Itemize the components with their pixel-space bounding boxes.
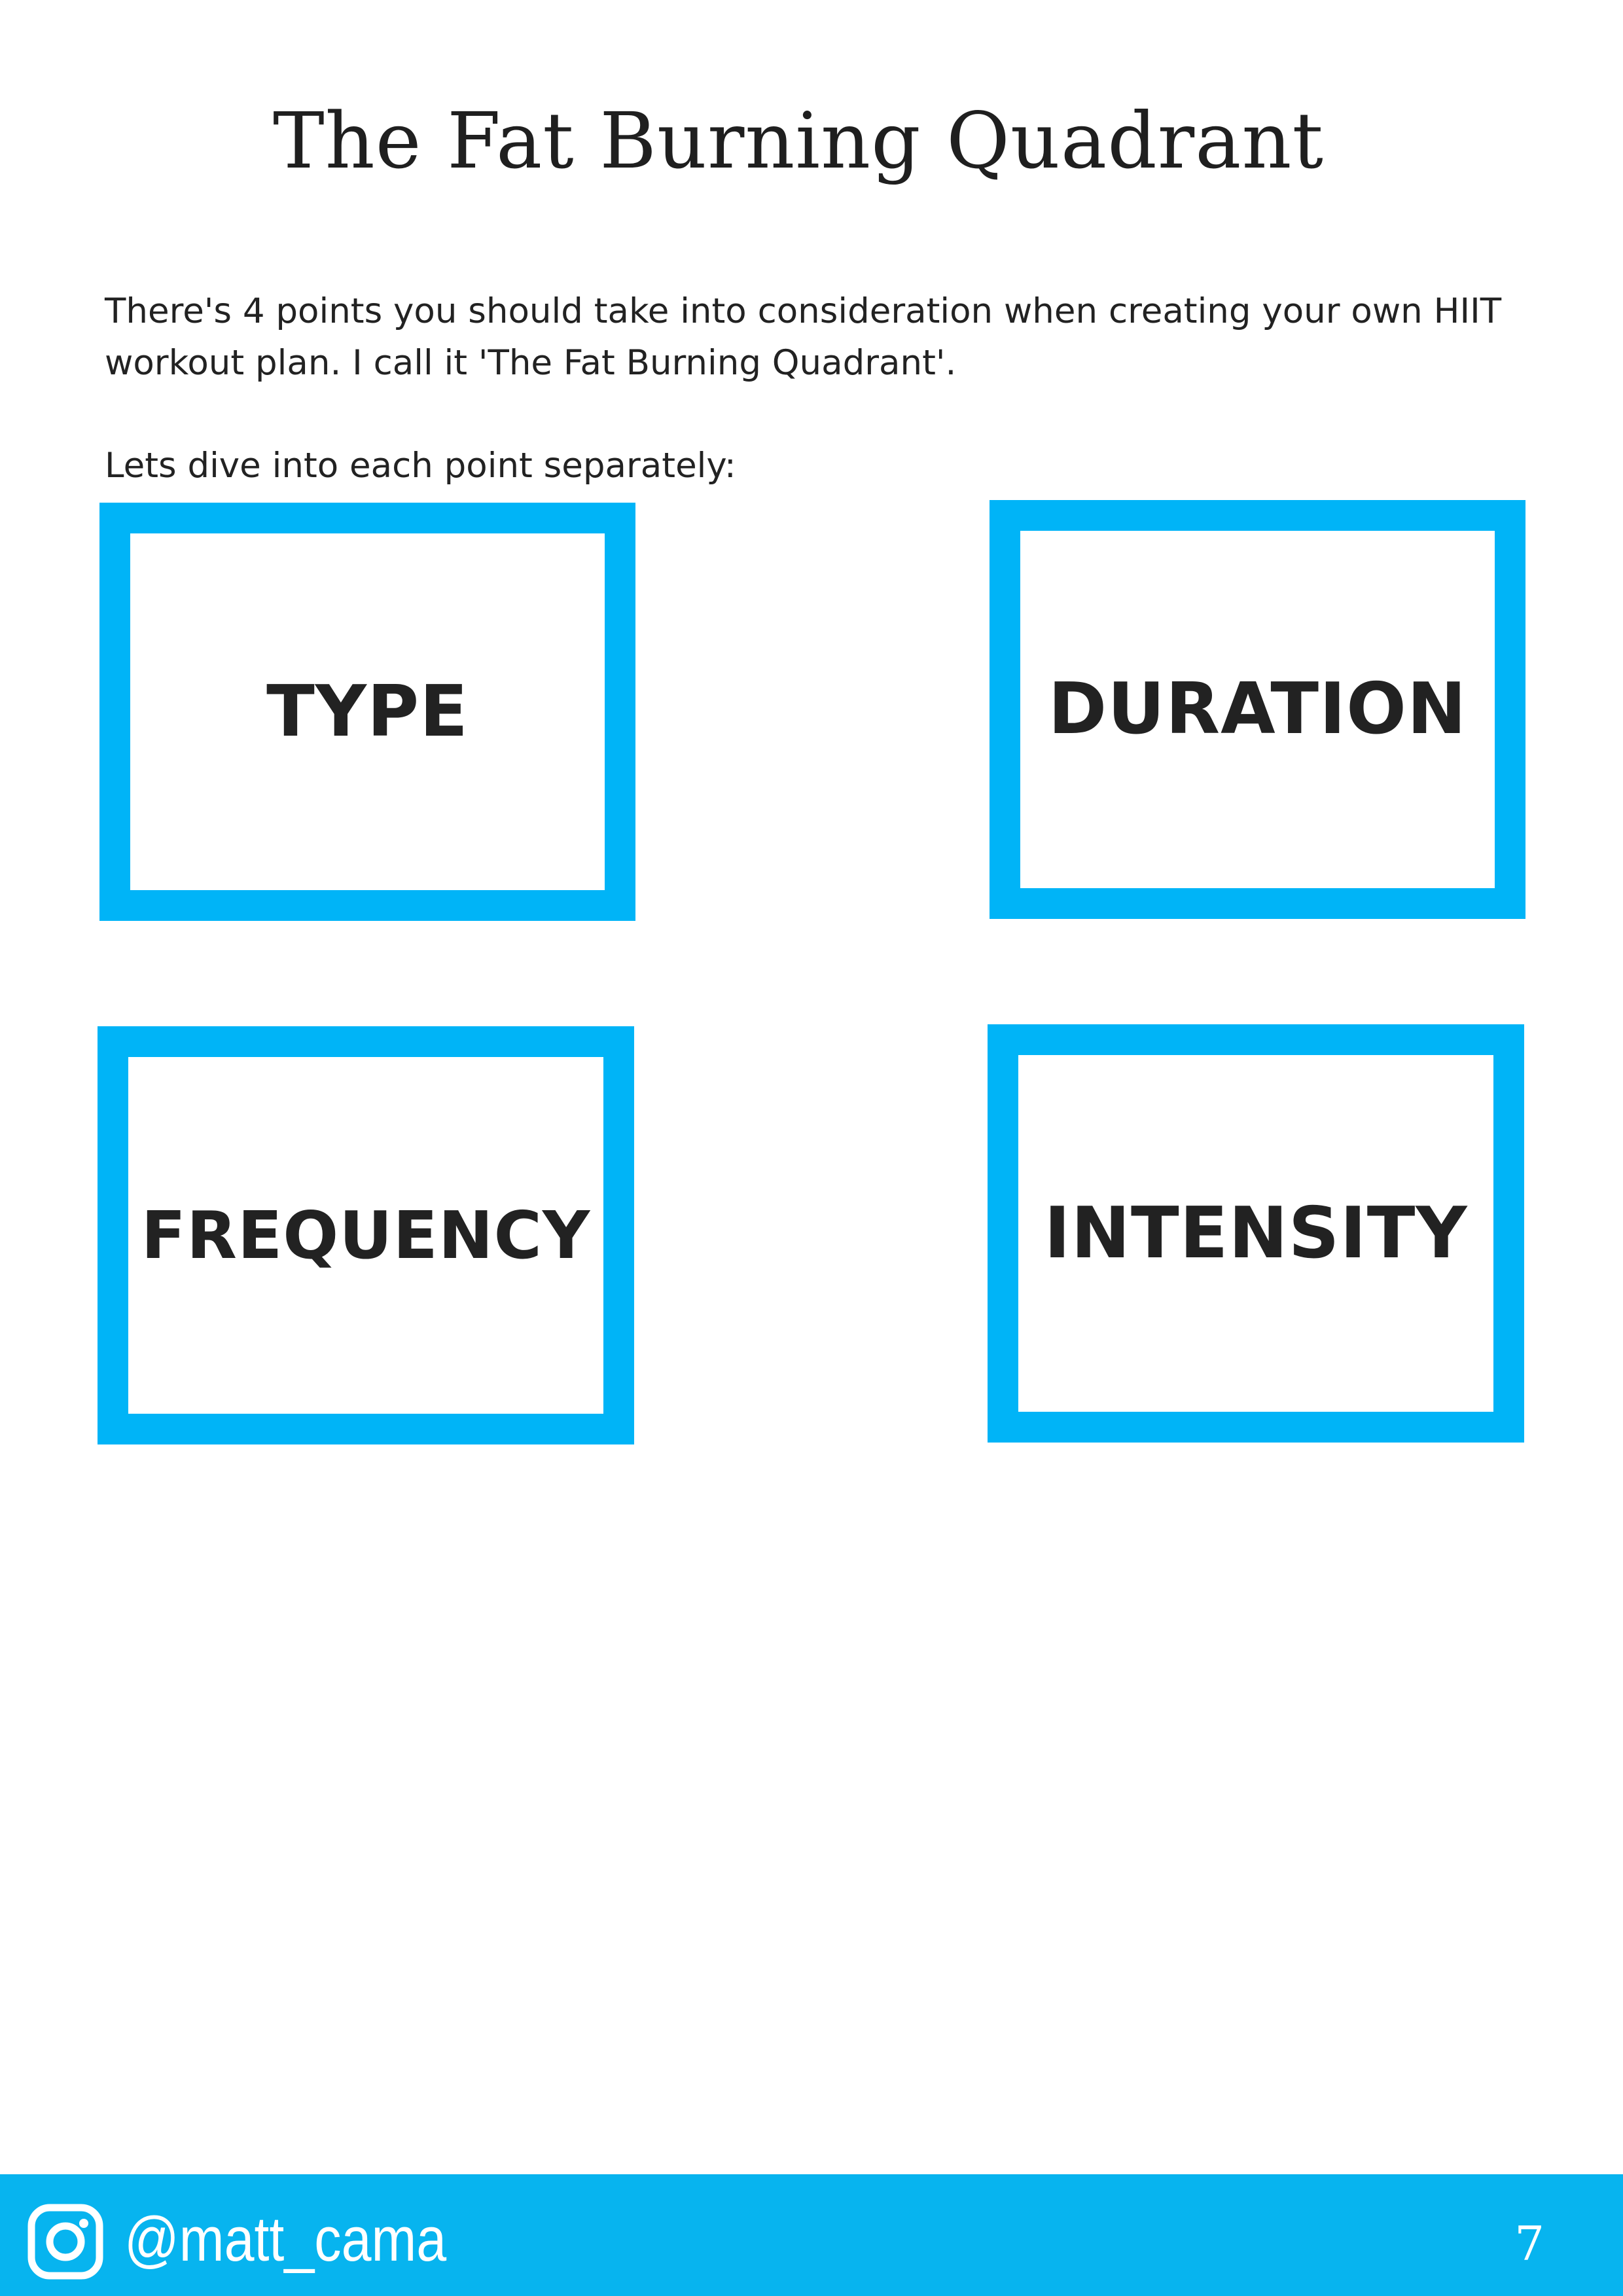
instagram-icon bbox=[27, 2204, 103, 2280]
quadrant-box-intensity: INTENSITY bbox=[988, 1024, 1524, 1443]
quadrant-box-duration: DURATION bbox=[990, 500, 1525, 919]
quadrant-label-type: TYPE bbox=[266, 670, 469, 753]
page-title: The Fat Burning Quadrant bbox=[273, 96, 1324, 186]
page-number: 7 bbox=[1514, 2216, 1544, 2271]
quadrant-box-frequency: FREQUENCY bbox=[98, 1026, 634, 1444]
footer-bar: @matt_cama 7 bbox=[0, 2174, 1623, 2296]
quadrant-label-duration: DURATION bbox=[1048, 668, 1467, 750]
intro-paragraph: There's 4 points you should take into co… bbox=[105, 291, 1502, 383]
quadrant-label-frequency: FREQUENCY bbox=[141, 1196, 591, 1274]
lead-paragraph: Lets dive into each point separately: bbox=[105, 446, 736, 486]
quadrant-label-intensity: INTENSITY bbox=[1044, 1192, 1468, 1274]
social-handle: @matt_cama bbox=[124, 2204, 447, 2274]
quadrant-box-type: TYPE bbox=[99, 503, 635, 921]
